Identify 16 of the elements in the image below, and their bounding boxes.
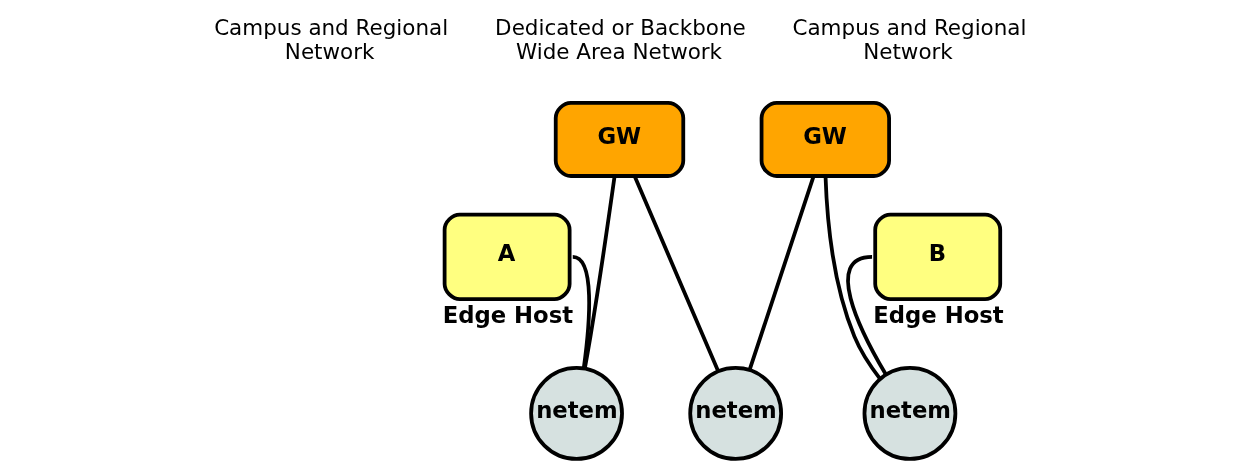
node-label: Edge Host — [442, 302, 573, 328]
connector — [845, 254, 888, 376]
connector — [823, 176, 882, 380]
label: Campus and Regional Network — [213, 15, 448, 65]
connector — [747, 175, 815, 371]
node-box: GW — [759, 100, 891, 178]
node-circle: netem — [528, 366, 624, 461]
label: Campus and Regional Network — [792, 15, 1026, 65]
node-label: Edge Host — [872, 302, 1004, 328]
connector — [632, 175, 720, 373]
connector — [571, 255, 591, 369]
node-circle: netem — [862, 366, 957, 461]
label: Dedicated or Backbone Wide Area Network — [494, 15, 746, 65]
connector — [582, 175, 616, 369]
node-box: GW — [553, 100, 685, 178]
node-circle: netem — [687, 366, 783, 461]
